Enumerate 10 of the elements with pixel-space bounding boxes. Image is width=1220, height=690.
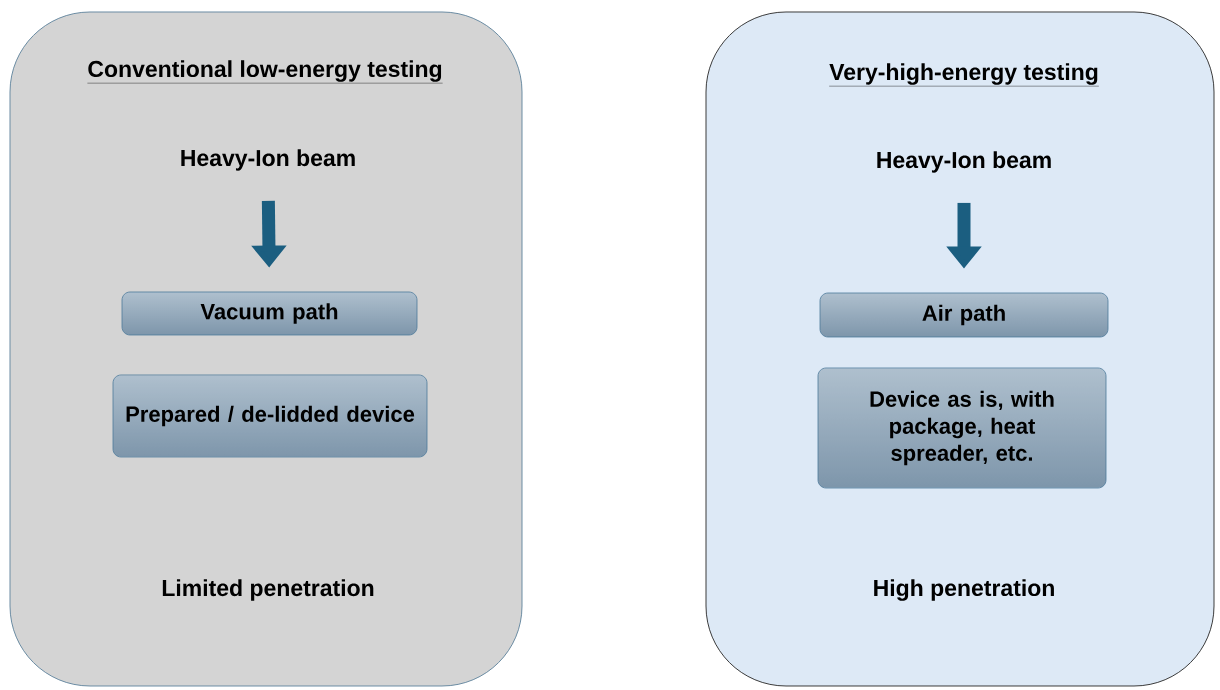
panel-heading: Very-high-energy testing	[828, 63, 1100, 87]
process-box: Device as is, with package, heat spreader, etc.	[817, 367, 1107, 489]
label-text: High penetration	[874, 579, 1054, 601]
process-box: Air path	[819, 292, 1109, 338]
label-text: Limited penetration	[162, 579, 374, 601]
process-box: Vacuum path	[121, 291, 418, 336]
label-text: Heavy-Ion beam	[877, 151, 1051, 173]
panel-heading: Conventional low-energy testing	[87, 60, 443, 84]
label-text: Heavy-Ion beam	[181, 149, 355, 171]
process-box: Prepared / de-lidded device	[112, 374, 428, 458]
